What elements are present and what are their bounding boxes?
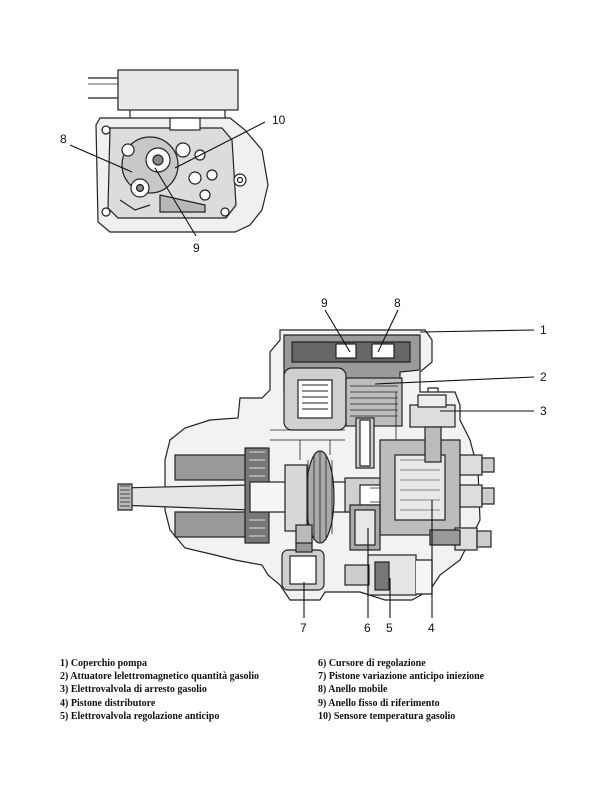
top-end-view-drawing — [88, 69, 269, 233]
top-callout-8: 8 — [60, 132, 67, 146]
legend-item-1: 1) Coperchio pompa — [60, 658, 148, 669]
legend-item-10: 10) Sensore temperatura gasolio — [318, 710, 456, 722]
top-leader-lines — [69, 121, 266, 237]
legend-left-column: 1) Coperchio pompa 2) Attuatore lelettro… — [60, 657, 259, 723]
top-callout-9: 9 — [193, 241, 200, 255]
legend-item-8: 8) Anello mobile — [318, 684, 388, 696]
legend-item-6: 6) Cursore di regolazione — [318, 658, 426, 669]
legend-item-9: 9) Anello fisso di riferimento — [318, 697, 440, 709]
top-callout-10: 10 — [272, 113, 286, 127]
legend-right-column: 6) Cursore di regolazione 7) Pistone var… — [318, 657, 484, 723]
main-leader-lines — [303, 309, 535, 618]
main-callout-1: 1 — [540, 323, 547, 337]
main-callout-7: 7 — [300, 621, 307, 635]
legend-item-7: 7) Pistone variazione anticipo iniezione — [318, 671, 485, 683]
main-callout-9: 9 — [321, 296, 328, 310]
main-callout-6: 6 — [364, 621, 371, 635]
legend-item-4: 4) Pistone distributore — [60, 697, 156, 709]
legend-item-2: 2) Attuatore lelettromagnetico quantità … — [60, 671, 260, 683]
main-callout-4: 4 — [428, 621, 435, 635]
main-callout-5: 5 — [386, 621, 393, 635]
main-section-drawing — [117, 329, 495, 601]
legend-item-5: 5) Elettrovalvola regolazione anticipo — [60, 710, 220, 722]
legend-item-3: 3) Elettrovalvola di arresto gasolio — [60, 684, 207, 696]
main-callout-8: 8 — [394, 296, 401, 310]
main-callout-2: 2 — [540, 370, 547, 384]
main-callout-3: 3 — [540, 404, 547, 418]
